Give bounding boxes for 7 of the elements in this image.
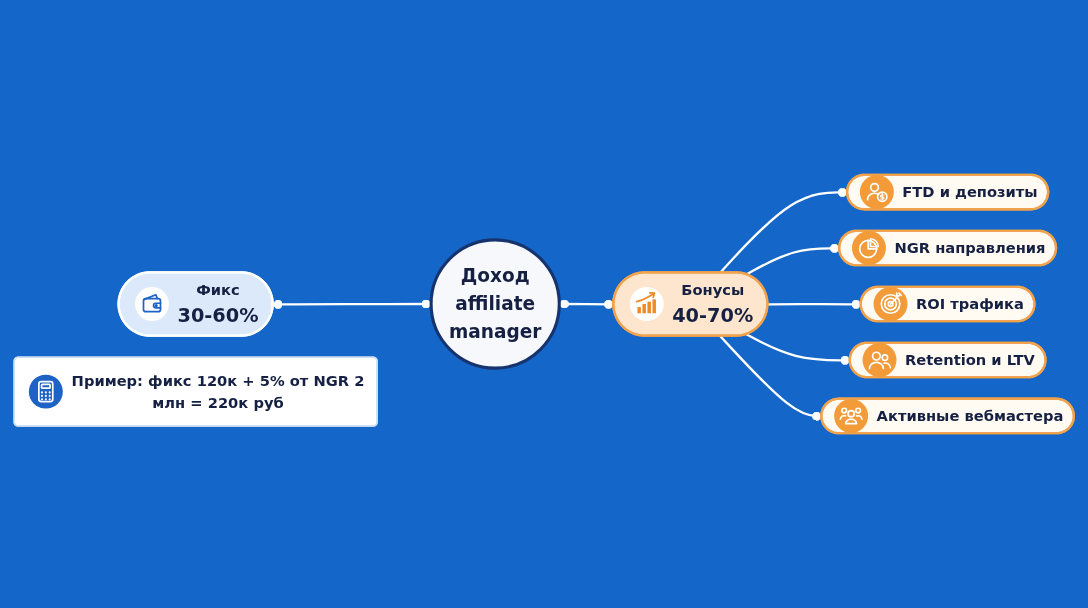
connector	[767, 299, 862, 310]
connector	[719, 187, 848, 274]
connector	[719, 335, 822, 421]
connector	[745, 333, 851, 365]
connector	[559, 299, 614, 309]
node-circle: Доход affiliate manager	[429, 238, 561, 370]
connector	[745, 243, 840, 276]
